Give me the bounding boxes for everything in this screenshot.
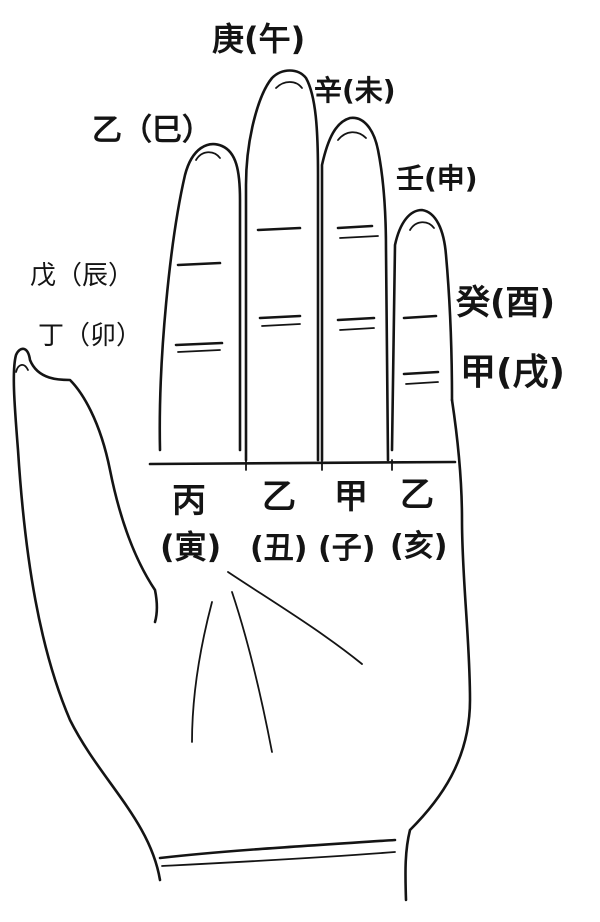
thumb-outline [12, 347, 162, 882]
label-base-branch: (子) [318, 531, 375, 566]
ring-fingernail [337, 131, 367, 141]
label-base-branch: (亥) [390, 529, 447, 564]
wrist-crease [158, 838, 397, 860]
label-base-stem: 乙 [262, 477, 296, 517]
label-right-lower: 甲(戌) [460, 352, 565, 393]
ring-finger-outline [320, 116, 390, 462]
joint-mark [402, 314, 438, 320]
label-base-stem: 丙 [172, 481, 206, 521]
joint-mark [177, 349, 221, 353]
hand-outline [12, 69, 472, 902]
label-base-stem: 乙 [400, 475, 434, 515]
label-base-branch: (寅) [160, 528, 221, 566]
wrist-crease-lower [161, 851, 396, 867]
joint-marks [174, 224, 440, 385]
palm-line-heart [227, 571, 363, 665]
palm-lines [191, 571, 363, 753]
middle-finger-outline [244, 69, 320, 462]
label-right-upper: 癸(酉) [455, 283, 555, 323]
index-finger-outline [158, 142, 242, 452]
label-middle-tip: 庚(午) [212, 20, 305, 58]
joint-mark [339, 327, 375, 331]
label-left-lower: 丁（卯） [38, 321, 142, 351]
palm-right-edge [404, 398, 472, 902]
label-little-tip: 壬(申) [396, 162, 478, 195]
joint-mark [261, 323, 301, 327]
thumb-nail [15, 364, 29, 373]
joint-mark [336, 316, 376, 322]
joint-mark [405, 381, 439, 385]
little-finger-outline [390, 208, 454, 452]
label-base-stem: 甲 [334, 477, 368, 517]
label-left-upper: 戊（辰） [30, 261, 134, 291]
palm-base-line [148, 460, 457, 466]
joint-mark [336, 224, 374, 230]
joint-mark [176, 261, 222, 267]
palm-line-life [191, 601, 213, 743]
label-index-tip: 乙（巳） [92, 113, 212, 148]
index-fingernail [195, 151, 221, 161]
joint-mark [256, 226, 302, 232]
label-base-branch: (丑) [250, 531, 307, 566]
middle-fingernail [275, 81, 303, 89]
labels: 庚(午) 辛(未) 乙（巳） 壬(申) 戊（辰） 丁（卯） 癸(酉) 甲(戌) … [30, 20, 565, 566]
palm-line-head [231, 591, 273, 753]
joint-mark [174, 341, 224, 347]
label-ring-tip: 辛(未) [314, 74, 396, 107]
little-fingernail [409, 221, 435, 231]
joint-mark [339, 235, 379, 239]
joint-mark [402, 370, 440, 376]
joint-mark [258, 314, 302, 320]
